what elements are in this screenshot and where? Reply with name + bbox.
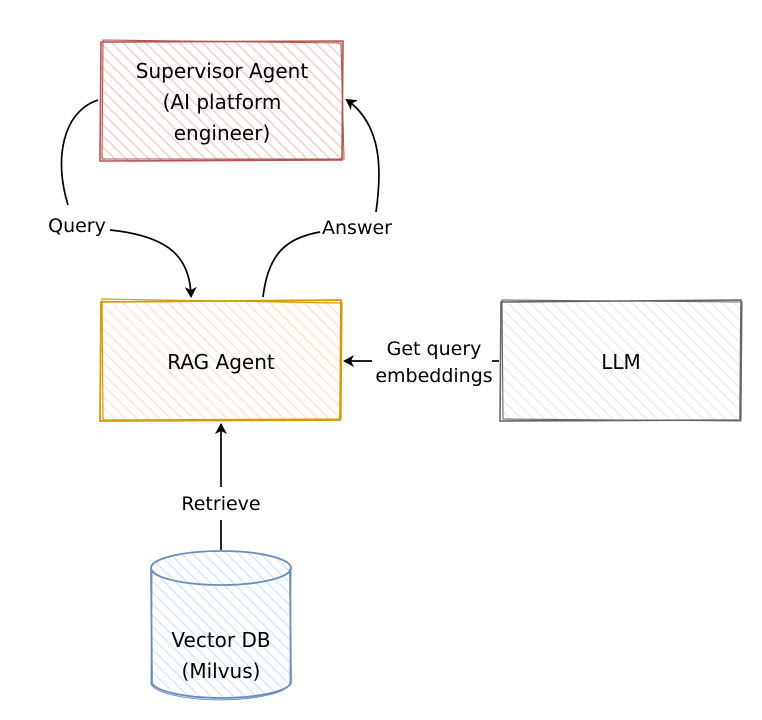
supervisor-agent-label-line-1: Supervisor Agent xyxy=(136,59,309,83)
embeddings-label-line-2: embeddings xyxy=(375,365,492,387)
answer-edge[interactable]: Answer xyxy=(262,98,392,298)
supervisor-agent-label-line-3: engineer) xyxy=(174,121,271,145)
query-edge[interactable]: Query xyxy=(48,99,197,298)
rag-agent-label: RAG Agent xyxy=(167,350,275,374)
embeddings-edge[interactable]: Get query embeddings xyxy=(343,338,499,387)
vector-db-node[interactable]: Vector DB (Milvus) xyxy=(150,550,292,701)
answer-label: Answer xyxy=(322,217,392,239)
embeddings-label-line-1: Get query xyxy=(387,338,482,360)
query-label: Query xyxy=(48,215,106,237)
supervisor-agent-node[interactable]: Supervisor Agent (AI platform engineer) xyxy=(99,39,345,162)
vector-db-label-line-1: Vector DB xyxy=(171,628,270,652)
supervisor-agent-label-line-2: (AI platform xyxy=(163,90,282,114)
retrieve-label: Retrieve xyxy=(181,493,260,515)
llm-label: LLM xyxy=(601,350,641,374)
llm-node[interactable]: LLM xyxy=(499,299,743,422)
rag-agent-node[interactable]: RAG Agent xyxy=(99,298,343,422)
vector-db-label-line-2: (Milvus) xyxy=(182,659,261,683)
retrieve-edge[interactable]: Retrieve xyxy=(181,423,261,550)
